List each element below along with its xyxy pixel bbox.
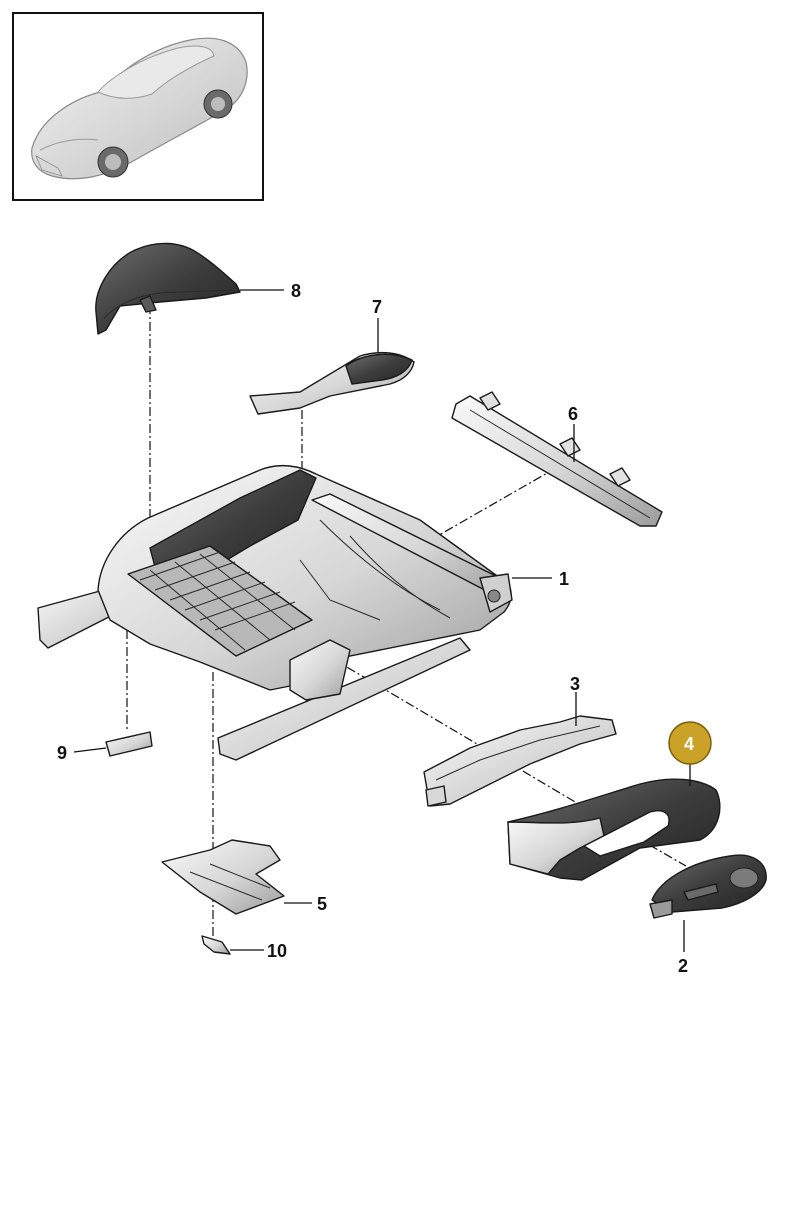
- part-9-clip: [105, 731, 153, 757]
- callout-4-highlight[interactable]: 4: [668, 721, 712, 765]
- vehicle-thumbnail: [12, 12, 264, 201]
- part-7-side-trim: [249, 351, 415, 415]
- part-6-cross-rail: [451, 391, 663, 527]
- callout-3[interactable]: 3: [570, 674, 580, 694]
- part-1-seat-frame: [37, 464, 513, 761]
- callout-6[interactable]: 6: [568, 404, 578, 424]
- callout-7[interactable]: 7: [372, 297, 382, 317]
- callout-8[interactable]: 8: [291, 281, 301, 301]
- callout-5[interactable]: 5: [317, 894, 327, 914]
- part-2-seat-switch: [649, 854, 767, 919]
- part-5-lower-bracket: [161, 839, 285, 915]
- part-10-fastener: [201, 935, 231, 955]
- highlight-circle: [668, 721, 712, 765]
- callout-9[interactable]: 9: [57, 743, 67, 763]
- leader-lines: [73, 289, 691, 952]
- part-3-bracket: [423, 715, 617, 807]
- callout-10[interactable]: 10: [267, 941, 287, 961]
- car-icon: [31, 37, 248, 180]
- part-4-seat-side-cover: [507, 778, 721, 881]
- callout-4[interactable]: 4: [684, 734, 694, 754]
- part-8-seat-back-cover: [95, 242, 241, 335]
- callout-1[interactable]: 1: [559, 569, 569, 589]
- callout-2[interactable]: 2: [678, 956, 688, 976]
- callout-labels: 8 7 6 1 3 4 2 5 10 9: [57, 281, 712, 976]
